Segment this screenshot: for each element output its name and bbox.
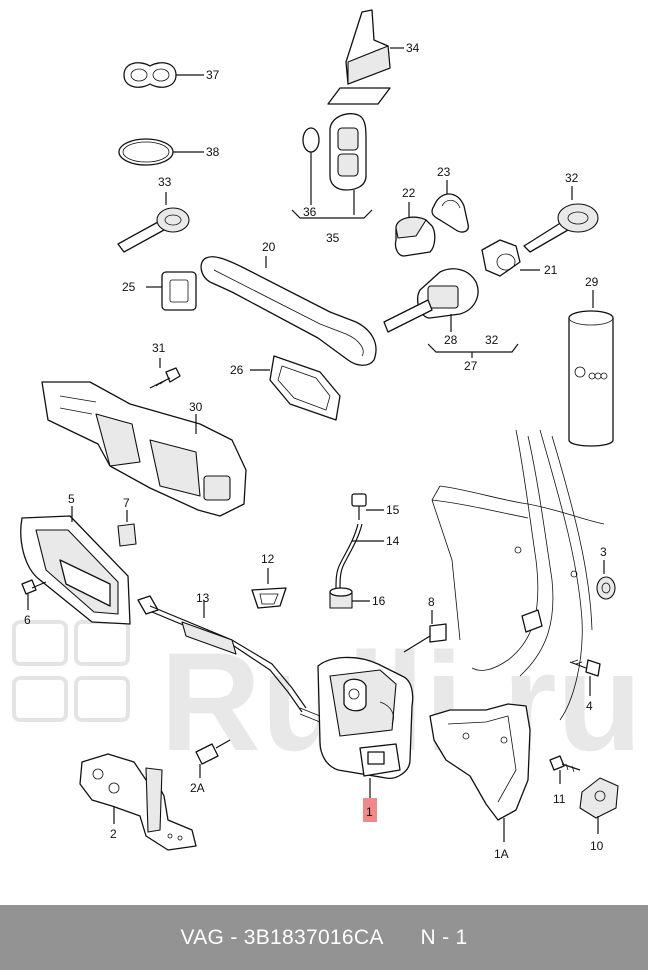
- part-32-key: [523, 186, 599, 253]
- part-15-bolt: [351, 493, 384, 520]
- part-26-gasket: [250, 355, 341, 421]
- part-1-highlight: [363, 798, 377, 822]
- part-4-bolt: [569, 659, 601, 696]
- part-21-bracket: [481, 239, 540, 277]
- label-2: 2: [110, 827, 117, 841]
- part-35-sheet: [327, 87, 391, 105]
- part-23-seal: [431, 180, 469, 233]
- part-29-spray-can: [568, 290, 614, 447]
- label-32-key: 32: [565, 171, 579, 185]
- part-33-key: [117, 192, 190, 253]
- part-35-housing: [329, 113, 367, 215]
- part-22-cap: [394, 202, 436, 257]
- label-25: 25: [122, 280, 136, 294]
- label-23: 23: [437, 165, 451, 179]
- part-12-clip: [251, 568, 287, 609]
- part-13-cable: [137, 595, 307, 713]
- part-38-ring: [118, 138, 204, 166]
- part-34-cap: [345, 9, 404, 85]
- label-15: 15: [386, 503, 400, 517]
- bracket-27: [427, 343, 519, 353]
- label-28: 28: [444, 333, 458, 347]
- label-1a: 1A: [494, 847, 509, 861]
- part-info-footer: VAG - 3B1837016CA N - 1: [0, 905, 648, 970]
- label-36: 36: [303, 205, 317, 219]
- label-7: 7: [123, 496, 130, 510]
- label-4: 4: [586, 699, 593, 713]
- part-36-oring: [302, 127, 320, 205]
- part-16-button: [329, 587, 370, 609]
- label-21: 21: [544, 263, 558, 277]
- label-2a: 2A: [190, 781, 205, 795]
- footer-position: N - 1: [420, 925, 468, 949]
- part-5-interior-handle: [20, 506, 131, 625]
- part-7-clip: [117, 510, 137, 547]
- label-26: 26: [230, 363, 244, 377]
- label-38: 38: [206, 145, 220, 159]
- part-10-striker: [579, 777, 619, 834]
- footer-part-number: 3B1837016CA: [243, 925, 384, 949]
- label-1: 1: [366, 805, 373, 819]
- label-10: 10: [590, 839, 604, 853]
- label-37: 37: [206, 68, 220, 82]
- part-1a-bracket: [429, 703, 531, 842]
- part-1-door-lock: [299, 656, 414, 822]
- label-31: 31: [152, 341, 166, 355]
- label-13: 13: [196, 591, 210, 605]
- label-14: 14: [386, 534, 400, 548]
- label-34: 34: [406, 41, 420, 55]
- label-29: 29: [585, 275, 599, 289]
- part-14-rod: [335, 523, 384, 589]
- part-28-lock-cylinder: [383, 268, 479, 333]
- part-2a-stud: [195, 739, 231, 778]
- footer-separator: -: [224, 925, 244, 949]
- footer-brand: VAG: [180, 925, 225, 949]
- callout-labels: 34 37 38 33 23 22 32 36 35 20 21 25 29 2…: [24, 41, 607, 861]
- label-35: 35: [326, 231, 340, 245]
- label-12: 12: [261, 552, 275, 566]
- label-27: 27: [464, 359, 478, 373]
- part-37-gasket: [123, 62, 204, 88]
- label-6: 6: [24, 613, 31, 627]
- label-20: 20: [262, 240, 276, 254]
- part-25-gasket: [146, 271, 197, 311]
- part-8-microswitch: [403, 610, 447, 653]
- label-32-cyl: 32: [485, 333, 499, 347]
- part-2-hinge: [79, 753, 197, 851]
- label-5: 5: [68, 492, 75, 506]
- label-11: 11: [553, 792, 566, 806]
- part-31-screw: [149, 358, 181, 389]
- label-30: 30: [189, 400, 203, 414]
- label-33: 33: [158, 175, 172, 189]
- door-frame: [431, 429, 605, 721]
- footer-gap: [384, 926, 421, 950]
- part-20-handle: [200, 256, 377, 366]
- part-3-grommet: [596, 560, 616, 600]
- part-6-screw: [21, 579, 47, 610]
- part-11-screw: [549, 755, 581, 784]
- bracket-35: [291, 209, 373, 219]
- label-8: 8: [428, 595, 435, 609]
- label-3: 3: [600, 545, 607, 559]
- part-30-handle-carrier: [41, 381, 247, 517]
- label-22: 22: [402, 186, 416, 200]
- label-16: 16: [372, 594, 386, 608]
- exploded-view-diagram: 34 37 38 33 23 22 32 36 35 20 21 25 29 2…: [20, 9, 619, 861]
